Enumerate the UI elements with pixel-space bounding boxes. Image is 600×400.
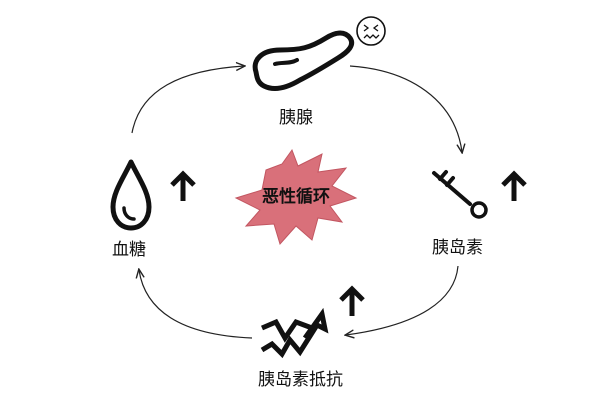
pancreas-label: 胰腺 — [279, 108, 313, 128]
arrow-pancreas-to-insulin — [349, 65, 462, 152]
arrow-resistance-to-blood-sugar — [139, 270, 253, 339]
up-arrow-icon — [339, 285, 365, 316]
arrow-insulin-to-resistance — [346, 265, 459, 335]
insulin-label: 胰岛素 — [432, 238, 483, 258]
blood-sugar-label: 血糖 — [112, 240, 146, 260]
up-arrow-icon — [170, 170, 196, 201]
arrow-blood-sugar-to-pancreas — [131, 66, 244, 134]
insulin-resistance-label: 胰岛素抵抗 — [258, 370, 343, 390]
up-arrow-icon — [501, 170, 527, 201]
vicious-cycle-label: 恶性循环 — [262, 187, 330, 207]
